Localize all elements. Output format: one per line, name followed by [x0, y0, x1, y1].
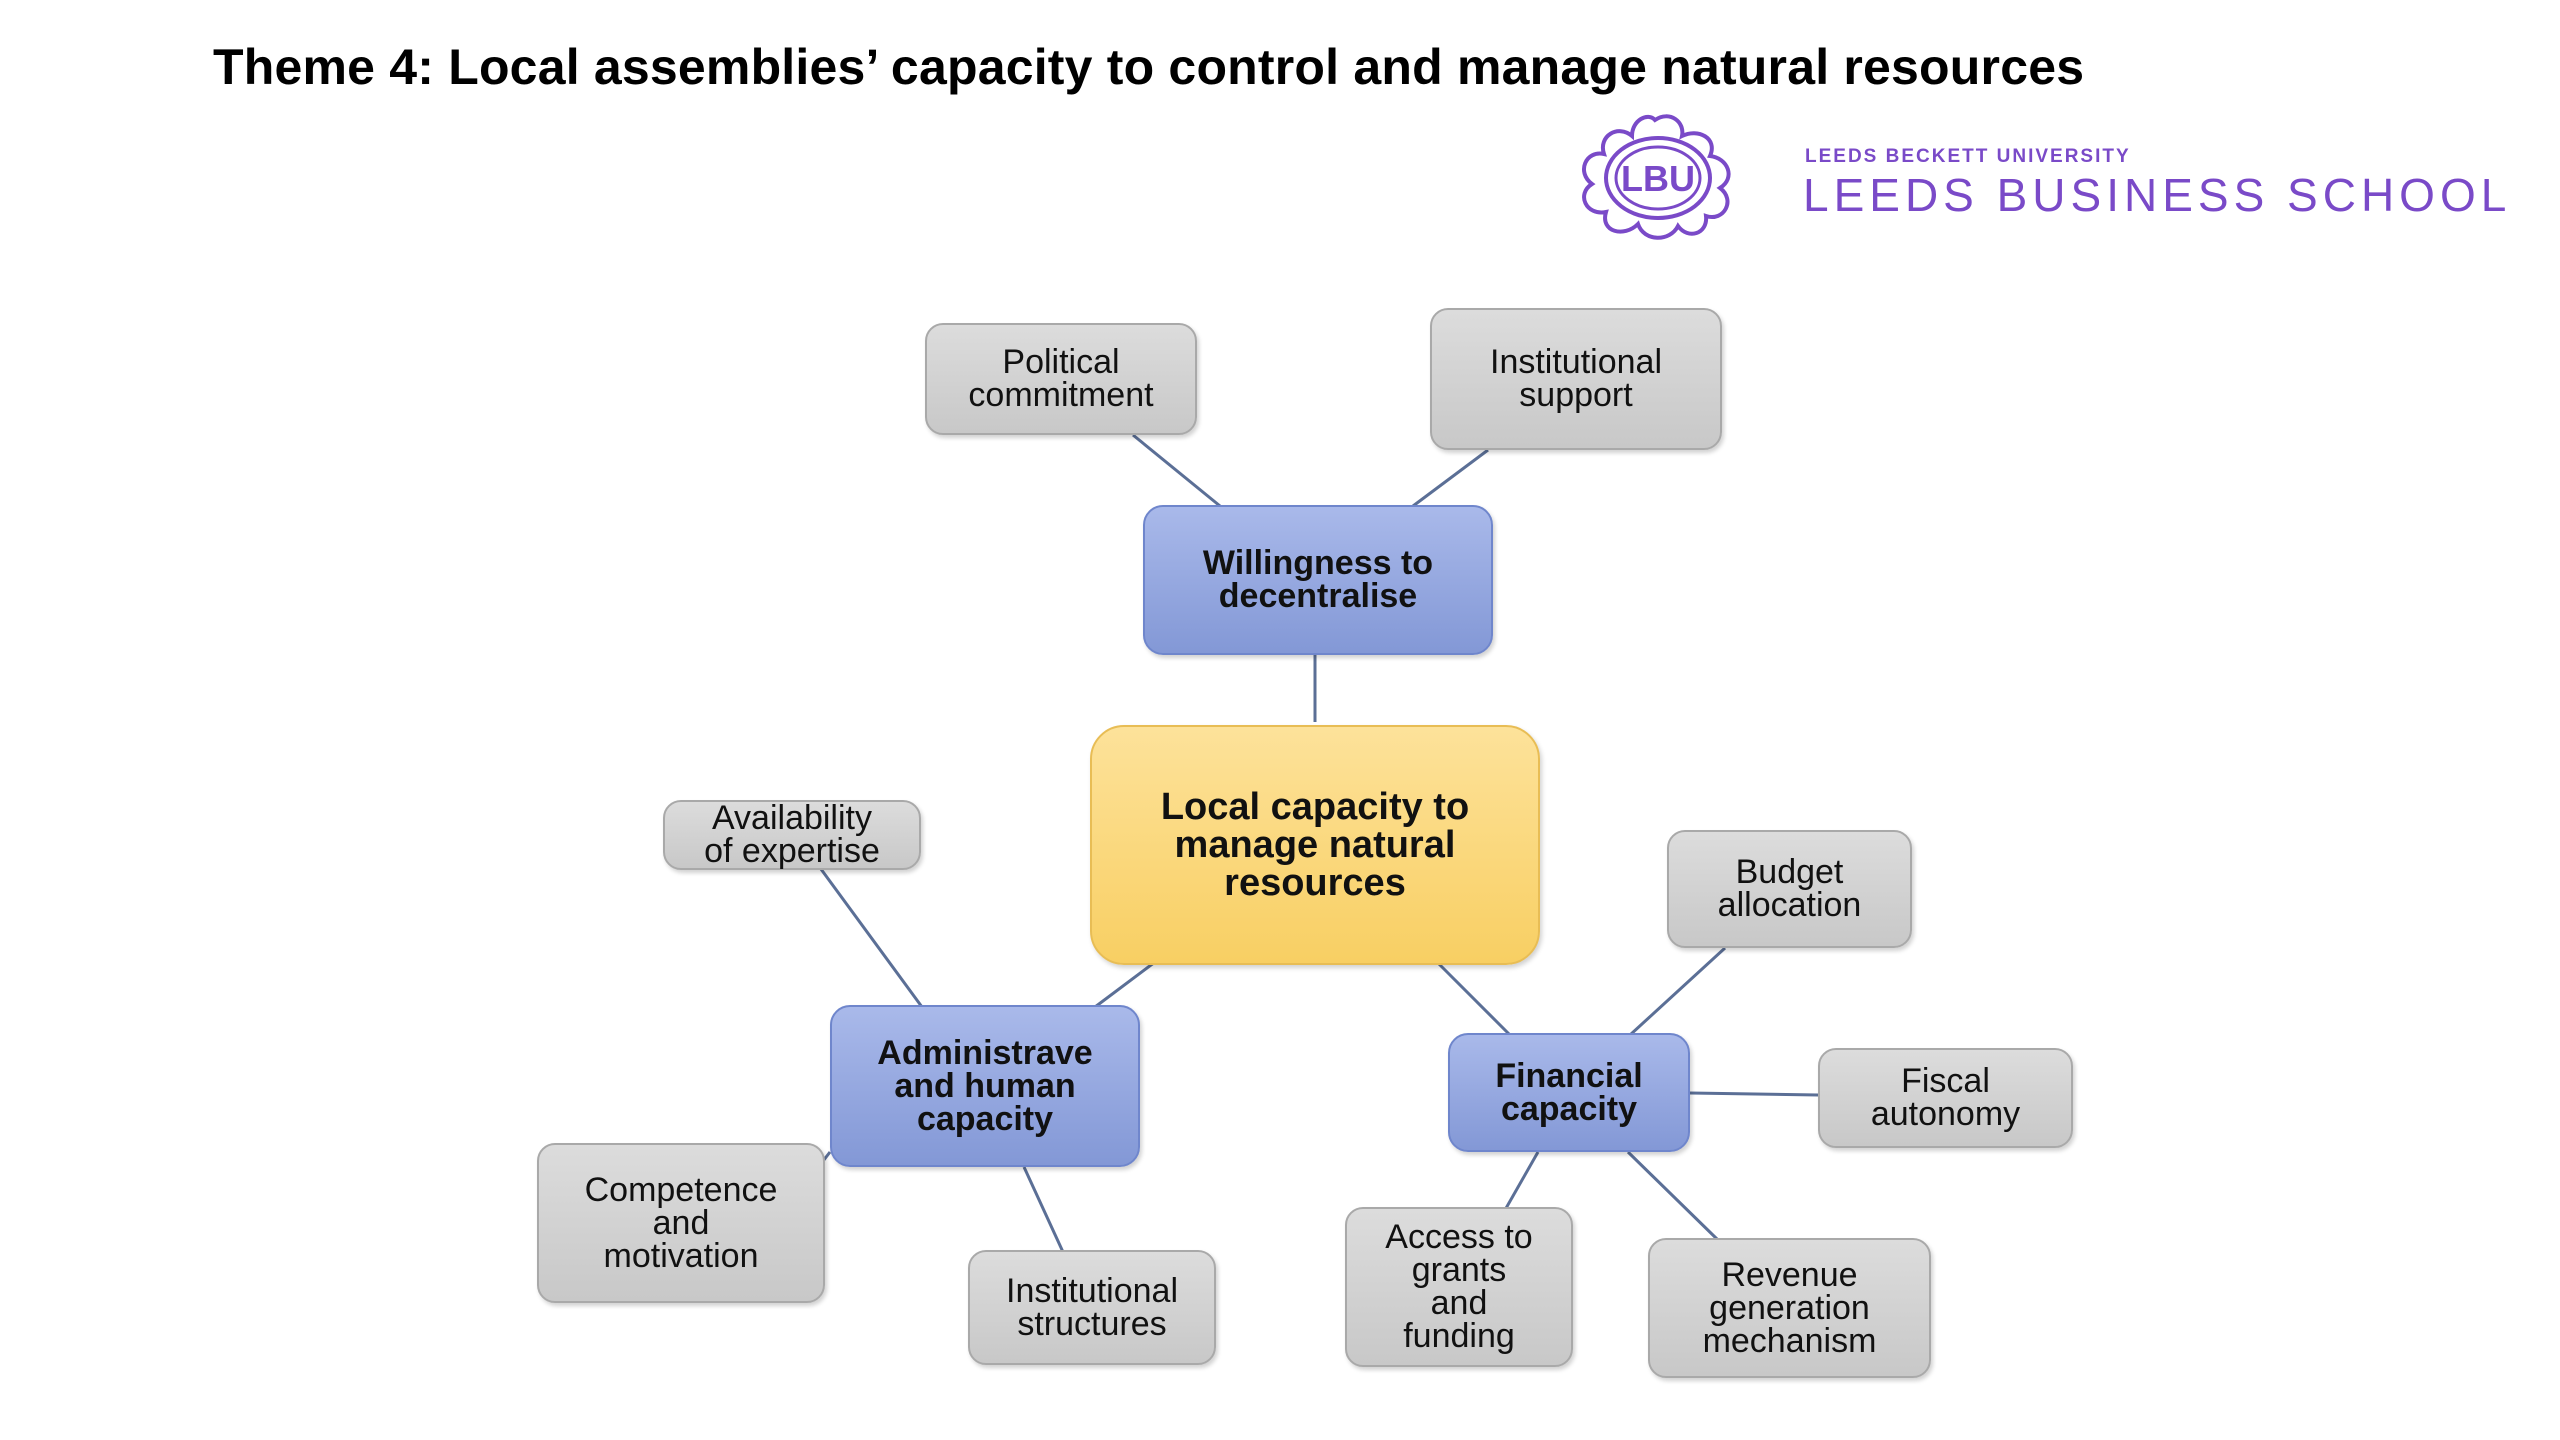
leaf-node-fiscal-autonomy-label: Fiscal autonomy [1870, 1062, 2021, 1133]
leaf-node-institutional-support: Institutional support [1430, 308, 1722, 450]
connector-administrative-structures [1022, 1166, 1065, 1253]
branch-node-willingness: Willingness to decentralise [1143, 505, 1493, 655]
leaf-node-budget-allocation-label: Budget allocation [1717, 853, 1862, 924]
leaf-node-revenue-generation: Revenue generation mechanism [1648, 1238, 1931, 1378]
leaf-node-political-commitment: Political commitment [925, 323, 1197, 435]
branch-node-financial: Financial capacity [1448, 1033, 1690, 1152]
central-node-local-capacity: Local capacity to manage natural resourc… [1090, 725, 1540, 965]
slide-title: Theme 4: Local assemblies’ capacity to c… [213, 39, 2085, 95]
logo-university-name: LEEDS BECKETT UNIVERSITY [1805, 146, 2131, 167]
connector-willingness-institutional-support [1412, 448, 1489, 508]
university-logo: LBU LEEDS BECKETT UNIVERSITY LEEDS BUSIN… [1560, 112, 2540, 242]
connector-financial-fiscal [1689, 1091, 1819, 1097]
connector-financial-revenue [1626, 1150, 1720, 1242]
leaf-node-availability-of-expertise-label: Availability of expertise [704, 799, 880, 870]
leaf-node-political-commitment-label: Political commitment [968, 343, 1154, 414]
leaf-node-revenue-generation-label: Revenue generation mechanism [1702, 1255, 1877, 1360]
connector-willingness-political [1132, 433, 1221, 508]
logo-school-name: LEEDS BUSINESS SCHOOL [1803, 169, 2512, 221]
leaf-node-access-to-grants: Access to grants and funding [1345, 1207, 1573, 1367]
branch-node-administrative-label: Administrave and human capacity [877, 1033, 1093, 1138]
connector-center-financial [1435, 960, 1512, 1037]
connector-financial-access [1503, 1151, 1540, 1211]
leaf-node-institutional-support-label: Institutional support [1490, 343, 1662, 414]
branch-node-financial-label: Financial capacity [1495, 1056, 1643, 1128]
logo-emblem-text: LBU [1621, 158, 1695, 199]
leaf-node-availability-of-expertise: Availability of expertise [663, 800, 921, 870]
central-node-label: Local capacity to manage natural resourc… [1160, 786, 1470, 904]
connector-financial-budget [1628, 946, 1727, 1037]
connector-administrative-expertise [816, 864, 924, 1008]
connector-center-administrative [1094, 960, 1156, 1009]
leaf-node-institutional-structures-label: Institutional structures [1006, 1271, 1178, 1343]
leaf-node-access-to-grants-label: Access to grants and funding [1385, 1218, 1533, 1355]
rose-emblem-icon: LBU [1582, 114, 1731, 240]
leaf-node-competence-and-motivation-label: Competence and motivation [584, 1170, 778, 1275]
branch-node-willingness-label: Willingness to decentralise [1202, 544, 1434, 615]
leaf-node-competence-and-motivation: Competence and motivation [537, 1143, 825, 1303]
branch-node-administrative: Administrave and human capacity [830, 1005, 1140, 1167]
leaf-node-budget-allocation: Budget allocation [1667, 830, 1912, 948]
leaf-node-institutional-structures: Institutional structures [968, 1250, 1216, 1365]
leaf-node-fiscal-autonomy: Fiscal autonomy [1818, 1048, 2073, 1148]
